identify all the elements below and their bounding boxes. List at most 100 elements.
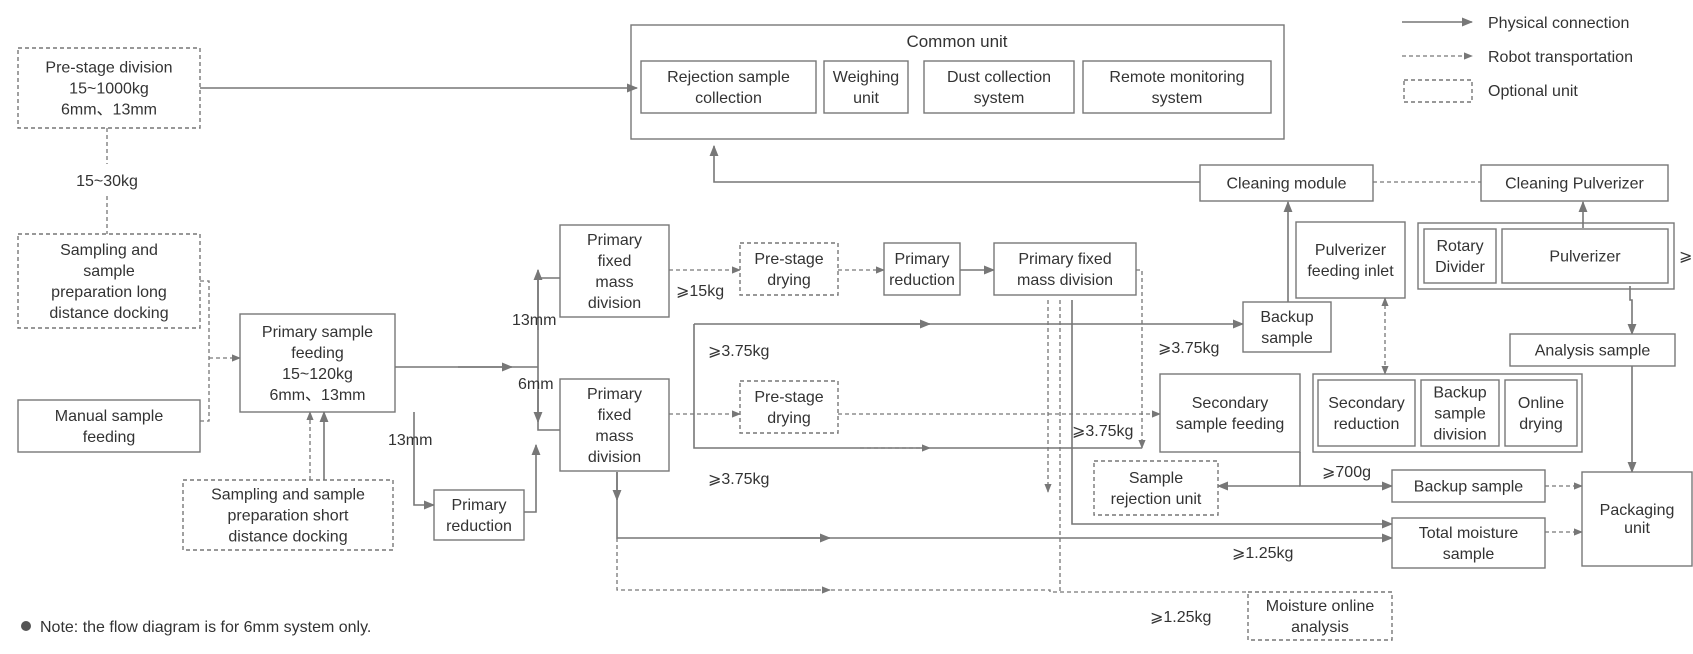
node-text-backup-sample-division: Backup — [1433, 385, 1486, 402]
node-box-pulverizer-feeding-inlet — [1295, 221, 1406, 299]
node-text-primary-reduction-top: Primary — [894, 251, 949, 268]
node-box-backup-sample-bottom — [1391, 469, 1546, 503]
node-text-secondary-sample-feeding: sample feeding — [1176, 416, 1285, 433]
node-box-primary-sample-feeding — [239, 313, 396, 413]
label-375-top-right: ⩾3.75kg — [1158, 340, 1219, 357]
node-text-pre-stage-drying-top: Pre-stage — [754, 251, 823, 268]
node-text-remote-monitoring-system: Remote monitoring — [1109, 69, 1244, 86]
nodes-layer: Pre-stage division 15~1000kg 6mm、13mmSampl… — [17, 47, 1693, 641]
node-text-pfmd-top: division — [588, 295, 641, 312]
node-text-backup-sample-top: sample — [1261, 330, 1313, 347]
node-text-pfmd-top: fixed — [598, 253, 632, 270]
node-box-primary-reduction-top — [883, 242, 961, 296]
node-text-sampling-long: sample — [83, 263, 135, 280]
node-text-sampling-short: preparation short — [228, 508, 350, 525]
node-pre-stage-division: Pre-stage division 15~1000kg 6mm、13mm — [17, 47, 201, 129]
line-pfmd-right-vert-b — [1071, 300, 1394, 529]
node-pulverizer: Pulverizer — [1501, 228, 1669, 284]
node-text-sampling-long: preparation long — [51, 284, 167, 301]
label-375-small: ⩾3.75kg — [1072, 423, 1133, 440]
node-text-moisture-online-analysis: Moisture online — [1266, 598, 1375, 615]
node-manual-feeding: Manual sample feeding — [17, 399, 201, 453]
node-box-total-moisture-sample — [1391, 517, 1546, 569]
node-text-primary-reduction-low: reduction — [446, 518, 512, 535]
node-text-pfmd-mid: mass — [595, 428, 633, 445]
labels-layer: 15~30kg 13mm 6mm 13mm ⩾15kg ⩾3.75kg ⩾3.7… — [76, 173, 1693, 626]
node-box-online-drying — [1504, 379, 1578, 447]
node-text-pfmd-mid: fixed — [598, 407, 632, 424]
node-box-pulverizer — [1501, 228, 1669, 284]
node-text-cleaning-pulverizer: Cleaning Pulverizer — [1505, 176, 1644, 193]
label-375-bottom: ⩾3.75kg — [708, 471, 769, 488]
node-text-sampling-short: distance docking — [228, 529, 347, 546]
legend-physical-text: Physical connection — [1488, 15, 1629, 32]
node-text-weighing-unit: Weighing — [833, 69, 899, 86]
node-box-cleaning-module — [1199, 164, 1374, 202]
node-text-pre-stage-drying-top: drying — [767, 272, 811, 289]
label-125-a: ⩾1.25kg — [1232, 545, 1293, 562]
node-text-pre-stage-division: Pre-stage division — [45, 60, 172, 77]
node-box-rotary-divider — [1423, 228, 1497, 284]
label-375-left: ⩾3.75kg — [708, 343, 769, 360]
node-cleaning-pulverizer: Cleaning Pulverizer — [1480, 164, 1669, 202]
node-box-pre-stage-drying-mid — [739, 380, 839, 434]
node-text-cleaning-module: Cleaning module — [1226, 176, 1346, 193]
node-box-packaging-unit — [1581, 471, 1693, 567]
node-box-rejection-sample-collection — [640, 60, 817, 114]
node-text-dust-collection-system: system — [974, 90, 1025, 107]
node-cleaning-module: Cleaning module — [1199, 164, 1374, 202]
label-6mm: 6mm — [518, 376, 554, 393]
node-box-cleaning-pulverizer — [1480, 164, 1669, 202]
node-text-primary-reduction-low: Primary — [451, 497, 506, 514]
node-text-backup-sample-bottom: Backup sample — [1414, 479, 1523, 496]
node-text-manual-feeding: feeding — [83, 429, 136, 446]
node-text-online-drying: drying — [1519, 416, 1563, 433]
node-text-sampling-long: Sampling and — [60, 242, 158, 259]
node-text-pfmd-mid: Primary — [587, 386, 642, 403]
line-375-vertical — [693, 324, 1142, 449]
node-text-pfmd-top: mass — [595, 274, 633, 291]
legend-robot-text: Robot transportation — [1488, 49, 1633, 66]
node-text-pre-stage-drying-mid: Pre-stage — [754, 389, 823, 406]
node-text-packaging-unit: unit — [1624, 520, 1650, 537]
node-text-primary-fixed-mass-division-right: Primary fixed — [1018, 251, 1111, 268]
label-700g: ⩾700g — [1322, 464, 1371, 481]
line-pulverizer-to-analysis — [1627, 286, 1637, 336]
node-text-dust-collection-system: Dust collection — [947, 69, 1051, 86]
node-text-secondary-sample-feeding: Secondary — [1192, 395, 1269, 412]
node-box-sample-rejection-unit — [1093, 460, 1219, 516]
node-text-pre-stage-drying-mid: drying — [767, 410, 811, 427]
common-unit-box — [630, 24, 1285, 140]
node-pfmd-top: Primary fixed mass division — [559, 224, 670, 318]
node-text-pfmd-top: Primary — [587, 232, 642, 249]
line-reduction-up — [524, 443, 541, 513]
node-box-pfmd-top — [559, 224, 670, 318]
note-text: Note: the flow diagram is for 6mm system… — [40, 619, 371, 636]
node-text-pre-stage-division: 6mm、13mm — [61, 102, 157, 119]
node-box-analysis-sample — [1509, 333, 1676, 367]
secondary-group-border — [1312, 373, 1583, 453]
line-split-down — [537, 367, 560, 431]
connectors — [106, 83, 1637, 594]
node-text-packaging-unit: Packaging — [1600, 502, 1675, 519]
node-text-manual-feeding: Manual sample — [55, 408, 164, 425]
node-box-primary-reduction-low — [433, 489, 525, 541]
node-text-primary-fixed-mass-division-right: mass division — [1017, 272, 1113, 289]
node-text-rejection-sample-collection: collection — [695, 90, 762, 107]
node-text-pre-stage-division: 15~1000kg — [69, 81, 149, 98]
node-box-secondary-sample-feeding — [1159, 373, 1301, 453]
node-box-moisture-online-analysis — [1247, 591, 1393, 641]
node-text-rejection-sample-collection: Rejection sample — [667, 69, 790, 86]
line-cleaning-to-common — [709, 144, 1200, 183]
node-text-backup-sample-division: division — [1433, 427, 1486, 444]
